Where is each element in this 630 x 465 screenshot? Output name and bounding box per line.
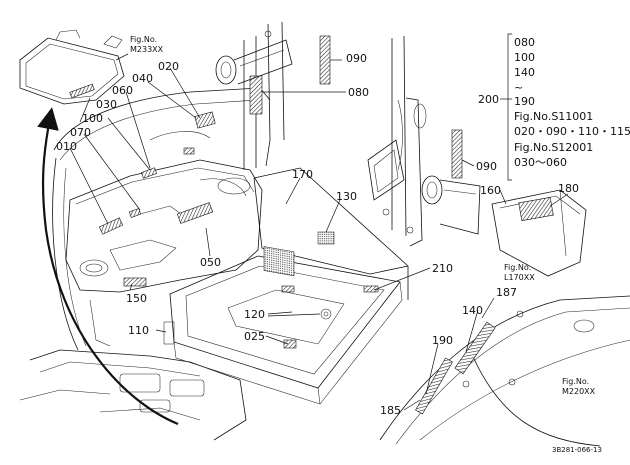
bracket-item-5: 190 [514,95,535,108]
rear-fender-drawing [379,295,630,447]
group2-items: 030～060 [514,156,567,169]
callout-160: 160 [480,184,501,197]
callout-010: 010 [56,140,77,153]
group2-title: Fig.No.S12001 [514,141,593,154]
leader-lines [69,33,569,411]
callout-150: 150 [126,292,147,305]
console-drawing [65,111,295,347]
figure-code: 3B281-066-13 [552,446,602,454]
roof-panel-drawing [19,29,125,105]
fig-ref-m233: Fig.No. M233XX [115,35,164,61]
callout-070: 070 [70,126,91,139]
mirror-assembly-lower [367,139,481,235]
callout-200: 200 [478,93,499,106]
callout-050: 050 [200,256,221,269]
callout-185: 185 [380,404,401,417]
callout-090a: 090 [346,52,367,65]
bracket-item-4: ~ [514,81,523,94]
callout-060: 060 [112,84,133,97]
group1-title: Fig.No.S11001 [514,110,593,123]
svg-text:M220XX: M220XX [562,387,596,396]
callout-110: 110 [128,324,149,337]
callout-080: 080 [348,86,369,99]
bracket-item-2: 100 [514,51,535,64]
callout-187: 187 [496,286,517,299]
fig-ref-m220: Fig.No. M220XX [562,377,596,396]
cab-pillars-drawing [243,21,463,247]
mirror-assembly-upper [215,39,293,85]
callout-090b: 090 [476,160,497,173]
svg-text:L170XX: L170XX [504,273,535,282]
callout-140: 140 [462,304,483,317]
reference-arrow [37,107,179,426]
callout-130: 130 [336,190,357,203]
svg-text:M233XX: M233XX [130,45,164,54]
fig-ref-l170: Fig.No. L170XX [504,263,535,282]
bracket-list: 080 100 140 ~ 190 Fig.No.S11001 020・090・… [514,36,630,169]
callout-190: 190 [432,334,453,347]
callout-040: 040 [132,72,153,85]
seat-deck-drawing [169,167,409,405]
cab-fender-drawing [19,87,271,441]
bracket-item-1: 080 [514,36,535,49]
svg-text:Fig.No.: Fig.No. [130,35,157,44]
bracket-item-3: 140 [514,66,535,79]
group1-items: 020・090・110・115 [514,125,630,138]
callout-120: 120 [244,308,265,321]
callout-210: 210 [432,262,453,275]
svg-text:Fig.No.: Fig.No. [504,263,531,272]
callout-180: 180 [558,182,579,195]
callout-170: 170 [292,168,313,181]
callout-020: 020 [158,60,179,73]
callout-030: 030 [96,98,117,111]
side-cover-drawing [491,189,587,277]
callout-025: 025 [244,330,265,343]
callout-labels: 010 020 025 030 040 050 060 070 080 090 … [56,52,579,417]
callout-100: 100 [82,112,103,125]
svg-text:Fig.No.: Fig.No. [562,377,589,386]
